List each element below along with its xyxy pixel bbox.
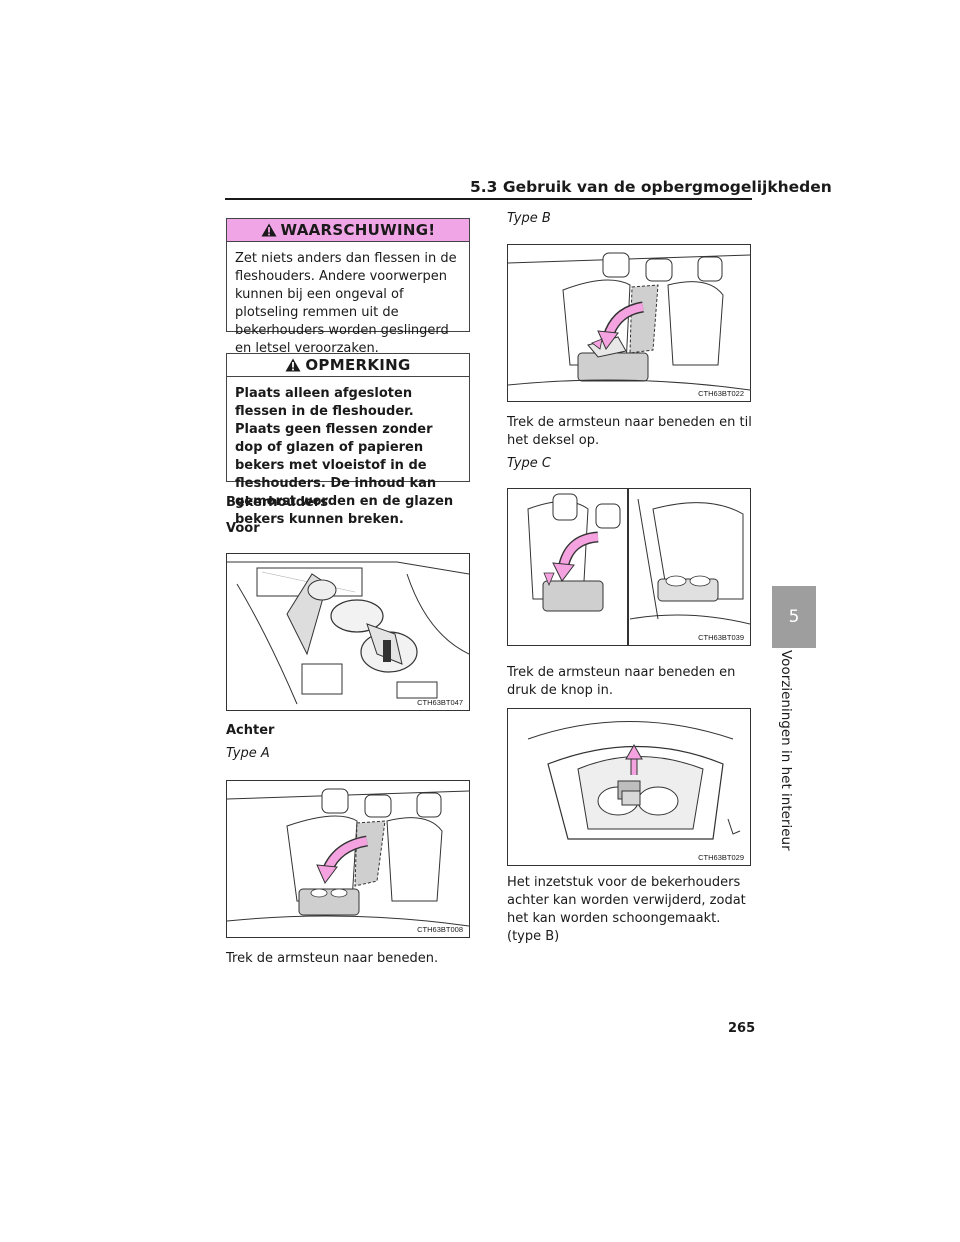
chapter-side-label-text: Voorzieningen in het interieur <box>778 650 794 851</box>
notice-title: OPMERKING <box>305 356 411 374</box>
warning-box: WAARSCHUWING! Zet niets anders dan fless… <box>226 218 470 356</box>
warning-icon <box>261 223 277 237</box>
heading-cupholders: Bekerhouders <box>226 495 328 510</box>
notice-box: OPMERKING Plaats alleen afgesloten fless… <box>226 353 470 527</box>
chapter-tab: 5 <box>772 586 816 648</box>
figure-type-c: CTH63BT039 <box>507 488 751 646</box>
figure-type-b: CTH63BT022 <box>507 244 751 402</box>
figure-code: CTH63BT047 <box>417 698 463 707</box>
label-type-b: Type B <box>507 211 551 226</box>
warning-title: WAARSCHUWING! <box>280 221 436 239</box>
figure-code: CTH63BT008 <box>417 925 463 934</box>
section-title: 5.3 Gebruik van de opbergmogelijkheden <box>470 178 832 196</box>
instruction-type-b: Trek de armsteun naar beneden en til het… <box>507 415 752 448</box>
figure-code: CTH63BT029 <box>698 853 744 862</box>
figure-code: CTH63BT022 <box>698 389 744 398</box>
header-rule <box>225 198 752 200</box>
figure-code: CTH63BT039 <box>698 633 744 642</box>
warning-header: WAARSCHUWING! <box>227 219 469 242</box>
figure-insert: CTH63BT029 <box>507 708 751 866</box>
instruction-type-a: Trek de armsteun naar beneden. <box>226 951 439 966</box>
label-type-a: Type A <box>226 746 270 761</box>
warning-text: Zet niets anders dan flessen in de flesh… <box>235 251 457 356</box>
insert-note: Het inzetstuk voor de bekerhouders achte… <box>507 875 746 944</box>
figure-front-cupholder: CTH63BT047 <box>226 553 470 711</box>
figure-type-a: CTH63BT008 <box>226 780 470 938</box>
notice-header: OPMERKING <box>227 354 469 377</box>
notice-text: Plaats alleen afgesloten flessen in de f… <box>235 386 454 527</box>
caution-icon <box>285 358 301 372</box>
label-type-c: Type C <box>507 456 551 471</box>
instruction-type-c: Trek de armsteun naar beneden en druk de… <box>507 665 736 698</box>
heading-rear: Achter <box>226 723 275 738</box>
heading-front: Voor <box>226 521 260 536</box>
page-number: 265 <box>728 1021 756 1036</box>
